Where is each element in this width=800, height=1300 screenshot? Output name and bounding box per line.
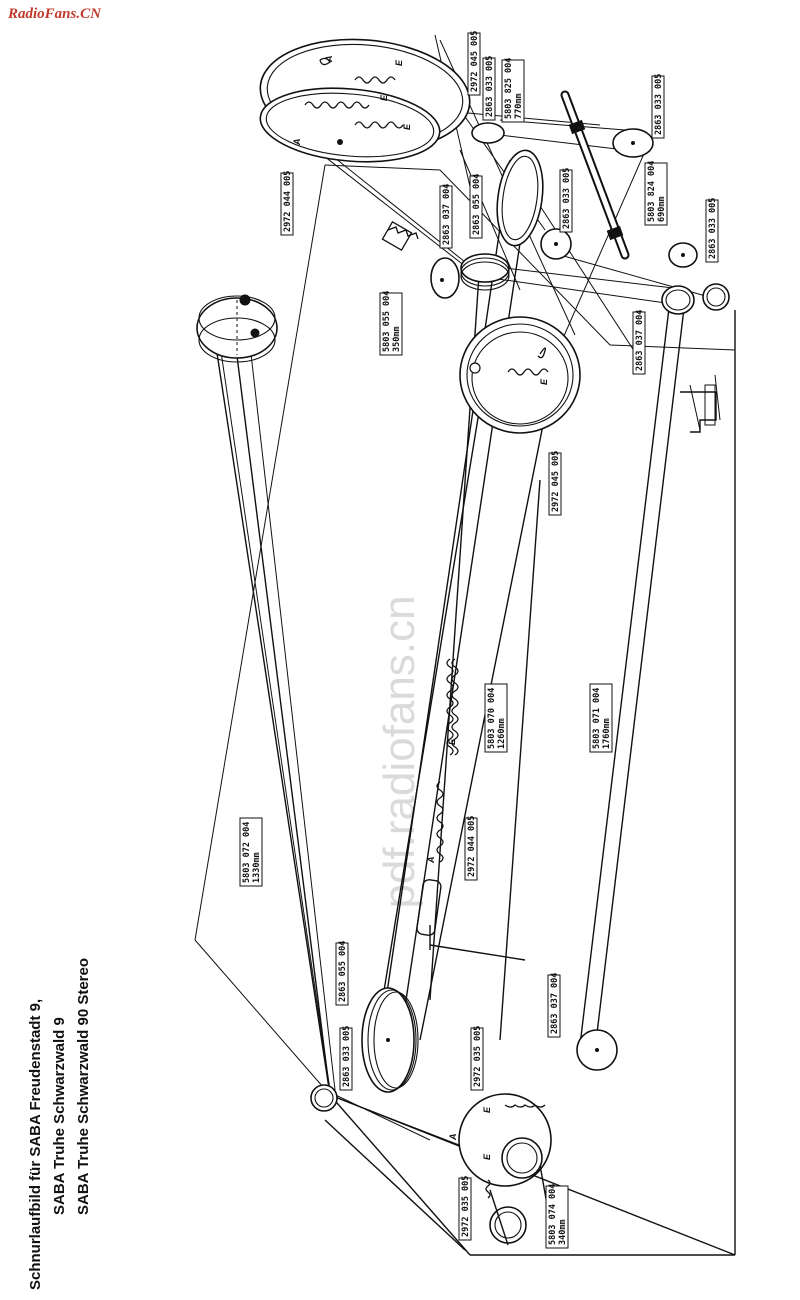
motor-spring-pulley [381, 220, 460, 299]
svg-text:1330mm: 1330mm [252, 852, 262, 883]
svg-text:2972 035 005: 2972 035 005 [461, 1176, 471, 1237]
part-label: 2972 045 005 [467, 31, 481, 96]
part-label: 2972 044 005 [280, 171, 294, 236]
svg-text:5803 055 004: 5803 055 004 [382, 291, 392, 352]
svg-text:690mm: 690mm [657, 196, 667, 222]
middle-stacked-pulley [460, 253, 510, 291]
letter-a: A [292, 139, 302, 147]
bottom-large-pulley [361, 987, 419, 1093]
svg-text:2863 033 005: 2863 033 005 [485, 56, 495, 117]
letter-e: E [482, 1106, 492, 1113]
part-label: 2863 033 005 [651, 74, 665, 139]
right-idler-pulleys [661, 242, 730, 315]
svg-text:5803 824 004: 5803 824 004 [647, 161, 657, 222]
top-large-pulley-assembly [259, 38, 471, 163]
top-far-right-pulley [612, 128, 654, 158]
part-label: 5803 824 004 690mm [644, 161, 668, 226]
part-label: 2863 037 004 [439, 184, 453, 249]
letter-e: E [539, 378, 549, 385]
middle-large-pulley [496, 149, 544, 247]
bottom-left-small-pulley [310, 1084, 338, 1112]
letter-e: E [379, 94, 389, 101]
svg-text:2863 037 004: 2863 037 004 [635, 310, 645, 371]
part-label: 2972 035 005 [458, 1176, 472, 1241]
title-line2: SABA Truhe Schwarzwald 9 [51, 1017, 68, 1215]
tuning-rod [560, 90, 630, 260]
center-watermark: pdf.radiofans.cn [375, 595, 424, 908]
svg-text:2972 045 005: 2972 045 005 [551, 451, 561, 512]
title-line1: Schnurlaufbild für SABA Freudenstadt 9, [27, 999, 44, 1290]
part-label: 2972 045 005 [548, 451, 562, 516]
svg-text:5803 825 004: 5803 825 004 [504, 58, 514, 119]
svg-text:2863 037 004: 2863 037 004 [442, 184, 452, 245]
letter-e: E [394, 59, 404, 66]
small-idler-pulley-mid [540, 228, 572, 260]
drive-pointer-carriage [416, 879, 526, 961]
title-line3: SABA Truhe Schwarzwald 90 Stereo [75, 958, 92, 1215]
letter-a: A [324, 56, 334, 64]
part-label: 2863 033 005 [559, 168, 573, 233]
svg-text:2972 045 005: 2972 045 005 [470, 31, 480, 92]
part-label: 5803 070 004 1260mm [484, 683, 508, 753]
part-label: 2863 055 004 [335, 941, 349, 1006]
part-label: 2863 033 005 [339, 1026, 353, 1091]
svg-text:2863 033 005: 2863 033 005 [342, 1026, 352, 1087]
part-label: 2863 037 004 [547, 973, 561, 1038]
part-label: 2863 033 005 [705, 198, 719, 263]
left-drum-pulley [196, 294, 278, 363]
svg-text:2863 033 005: 2863 033 005 [654, 74, 664, 135]
top-spring-pair [304, 57, 404, 129]
part-label: 5803 071 004 1760mm [589, 683, 613, 753]
part-label: 5803 074 004 340mm [545, 1184, 569, 1249]
letter-a: A [448, 1134, 458, 1142]
part-label: 2972 035 005 [470, 1026, 484, 1091]
site-watermark: RadioFans.CN [8, 6, 101, 22]
part-label: 5803 072 004 1330mm [239, 817, 263, 887]
svg-text:2863 055 004: 2863 055 004 [338, 941, 348, 1002]
svg-text:2863 033 005: 2863 033 005 [708, 198, 718, 259]
part-label: 5803 055 004 350mm [379, 291, 403, 356]
svg-text:5803 074 004: 5803 074 004 [548, 1184, 558, 1245]
svg-text:2972 044 005: 2972 044 005 [283, 171, 293, 232]
letter-e: E [447, 738, 457, 745]
svg-text:770mm: 770mm [514, 93, 524, 119]
svg-text:5803 072 004: 5803 072 004 [242, 822, 252, 883]
diagram-title: Schnurlaufbild für SABA Freudenstadt 9, … [27, 958, 92, 1290]
part-labels: 2972 045 005 2863 033 005 5803 825 004 7… [239, 31, 719, 1249]
bottom-spring-pulley-assembly [458, 1093, 552, 1246]
svg-text:5803 070 004: 5803 070 004 [487, 688, 497, 749]
letter-a: A [426, 857, 436, 865]
spring-letters: A E E E A E E A E A E [292, 56, 549, 1161]
top-right-idler-pulley [471, 122, 505, 144]
part-label: 5803 825 004 770mm [501, 58, 525, 123]
letter-e: E [402, 123, 412, 130]
part-label: 2972 044 005 [464, 816, 478, 881]
svg-text:2972 035 005: 2972 035 005 [473, 1026, 483, 1087]
letter-e: E [482, 1153, 492, 1160]
part-label: 2863 037 004 [632, 310, 646, 375]
svg-text:2863 055 004: 2863 055 004 [472, 174, 482, 235]
svg-text:350mm: 350mm [392, 326, 402, 352]
svg-text:1760mm: 1760mm [602, 718, 612, 749]
center-spring-pulley [459, 316, 581, 434]
bottom-right-pulley [576, 1029, 618, 1071]
svg-text:2863 033 005: 2863 033 005 [562, 168, 572, 229]
pointer-slide [680, 384, 717, 433]
svg-text:1260mm: 1260mm [497, 718, 507, 749]
part-label: 2863 033 005 [482, 56, 496, 121]
svg-text:340mm: 340mm [558, 1219, 568, 1245]
center-long-spring [436, 658, 459, 863]
svg-text:5803 071 004: 5803 071 004 [592, 688, 602, 749]
part-label: 2863 055 004 [469, 174, 483, 239]
svg-text:2863 037 004: 2863 037 004 [550, 973, 560, 1034]
svg-text:2972 044 005: 2972 044 005 [467, 816, 477, 877]
